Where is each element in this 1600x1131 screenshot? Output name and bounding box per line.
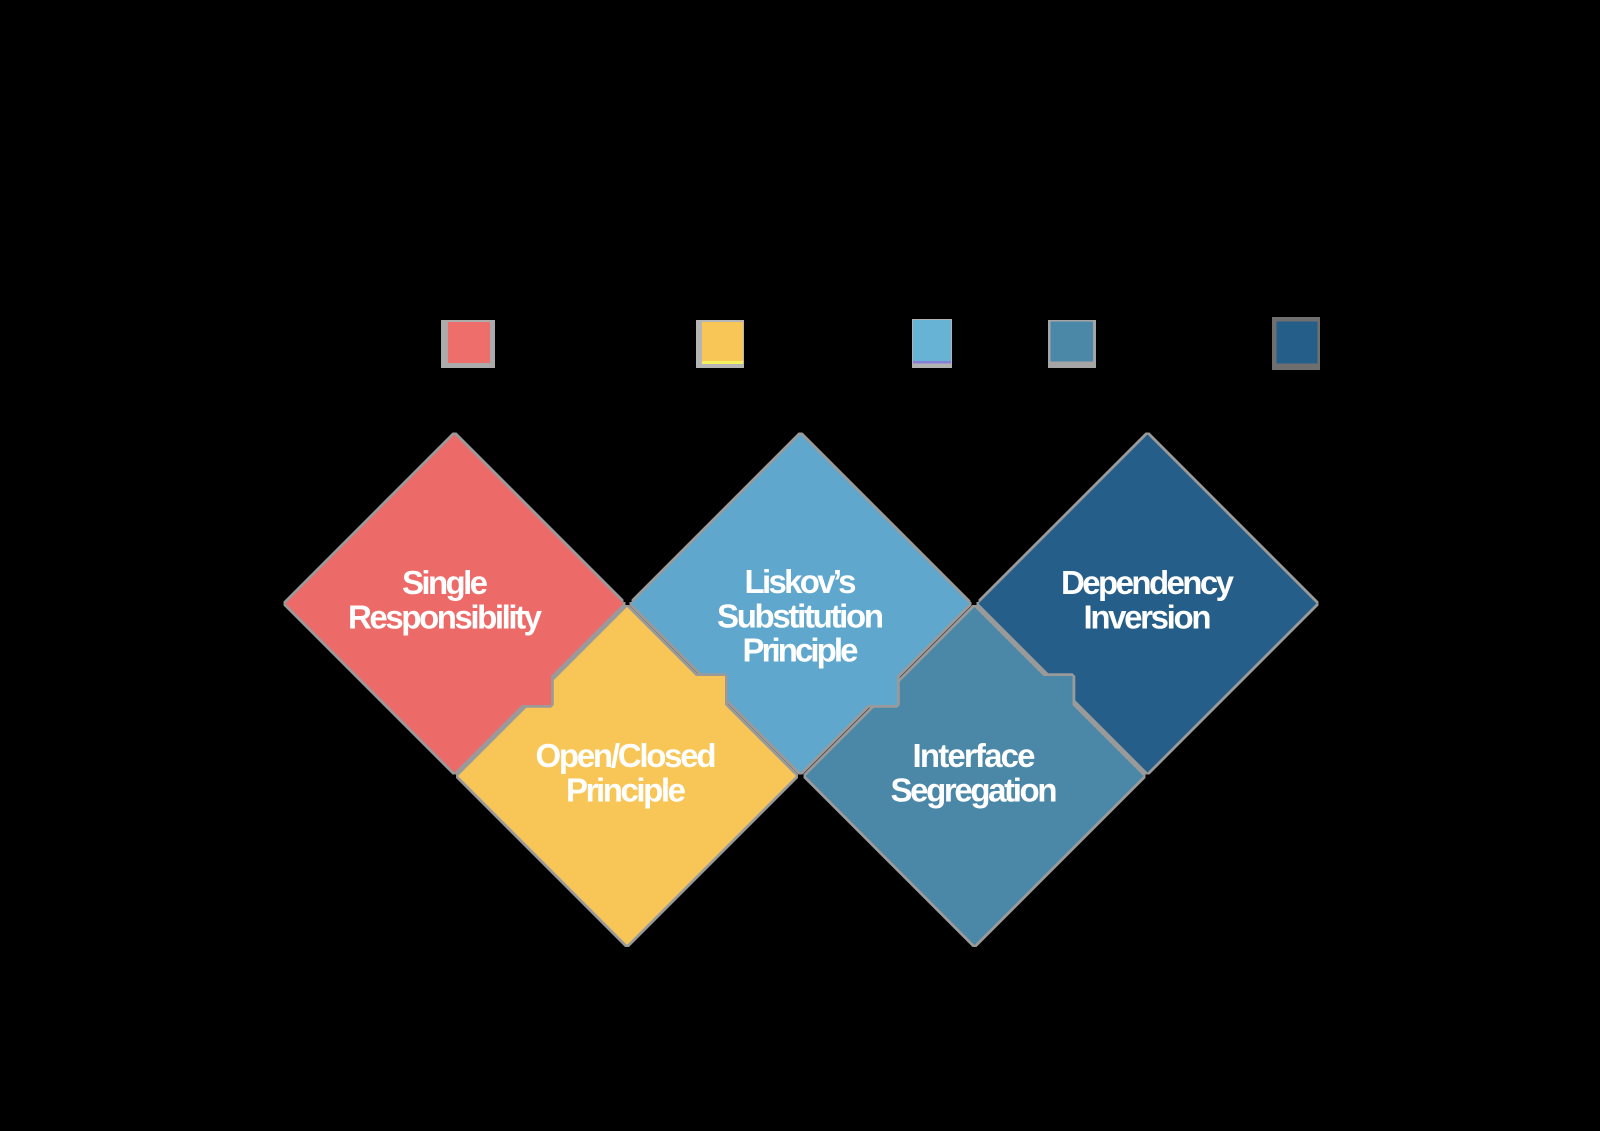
svg-text:Principle: Principle (743, 632, 859, 669)
svg-text:Open/Closed: Open/Closed (536, 737, 717, 774)
svg-text:Segregation: Segregation (891, 772, 1058, 809)
svg-text:Single: Single (402, 564, 488, 601)
svg-text:Principle: Principle (566, 772, 686, 809)
svg-text:Interface: Interface (913, 737, 1036, 774)
svg-text:Responsibility: Responsibility (348, 598, 543, 635)
svg-text:Inversion: Inversion (1084, 598, 1212, 635)
svg-text:Liskov’s: Liskov’s (745, 563, 857, 600)
svg-text:Substitution: Substitution (717, 597, 884, 634)
svg-text:Dependency: Dependency (1061, 564, 1235, 601)
